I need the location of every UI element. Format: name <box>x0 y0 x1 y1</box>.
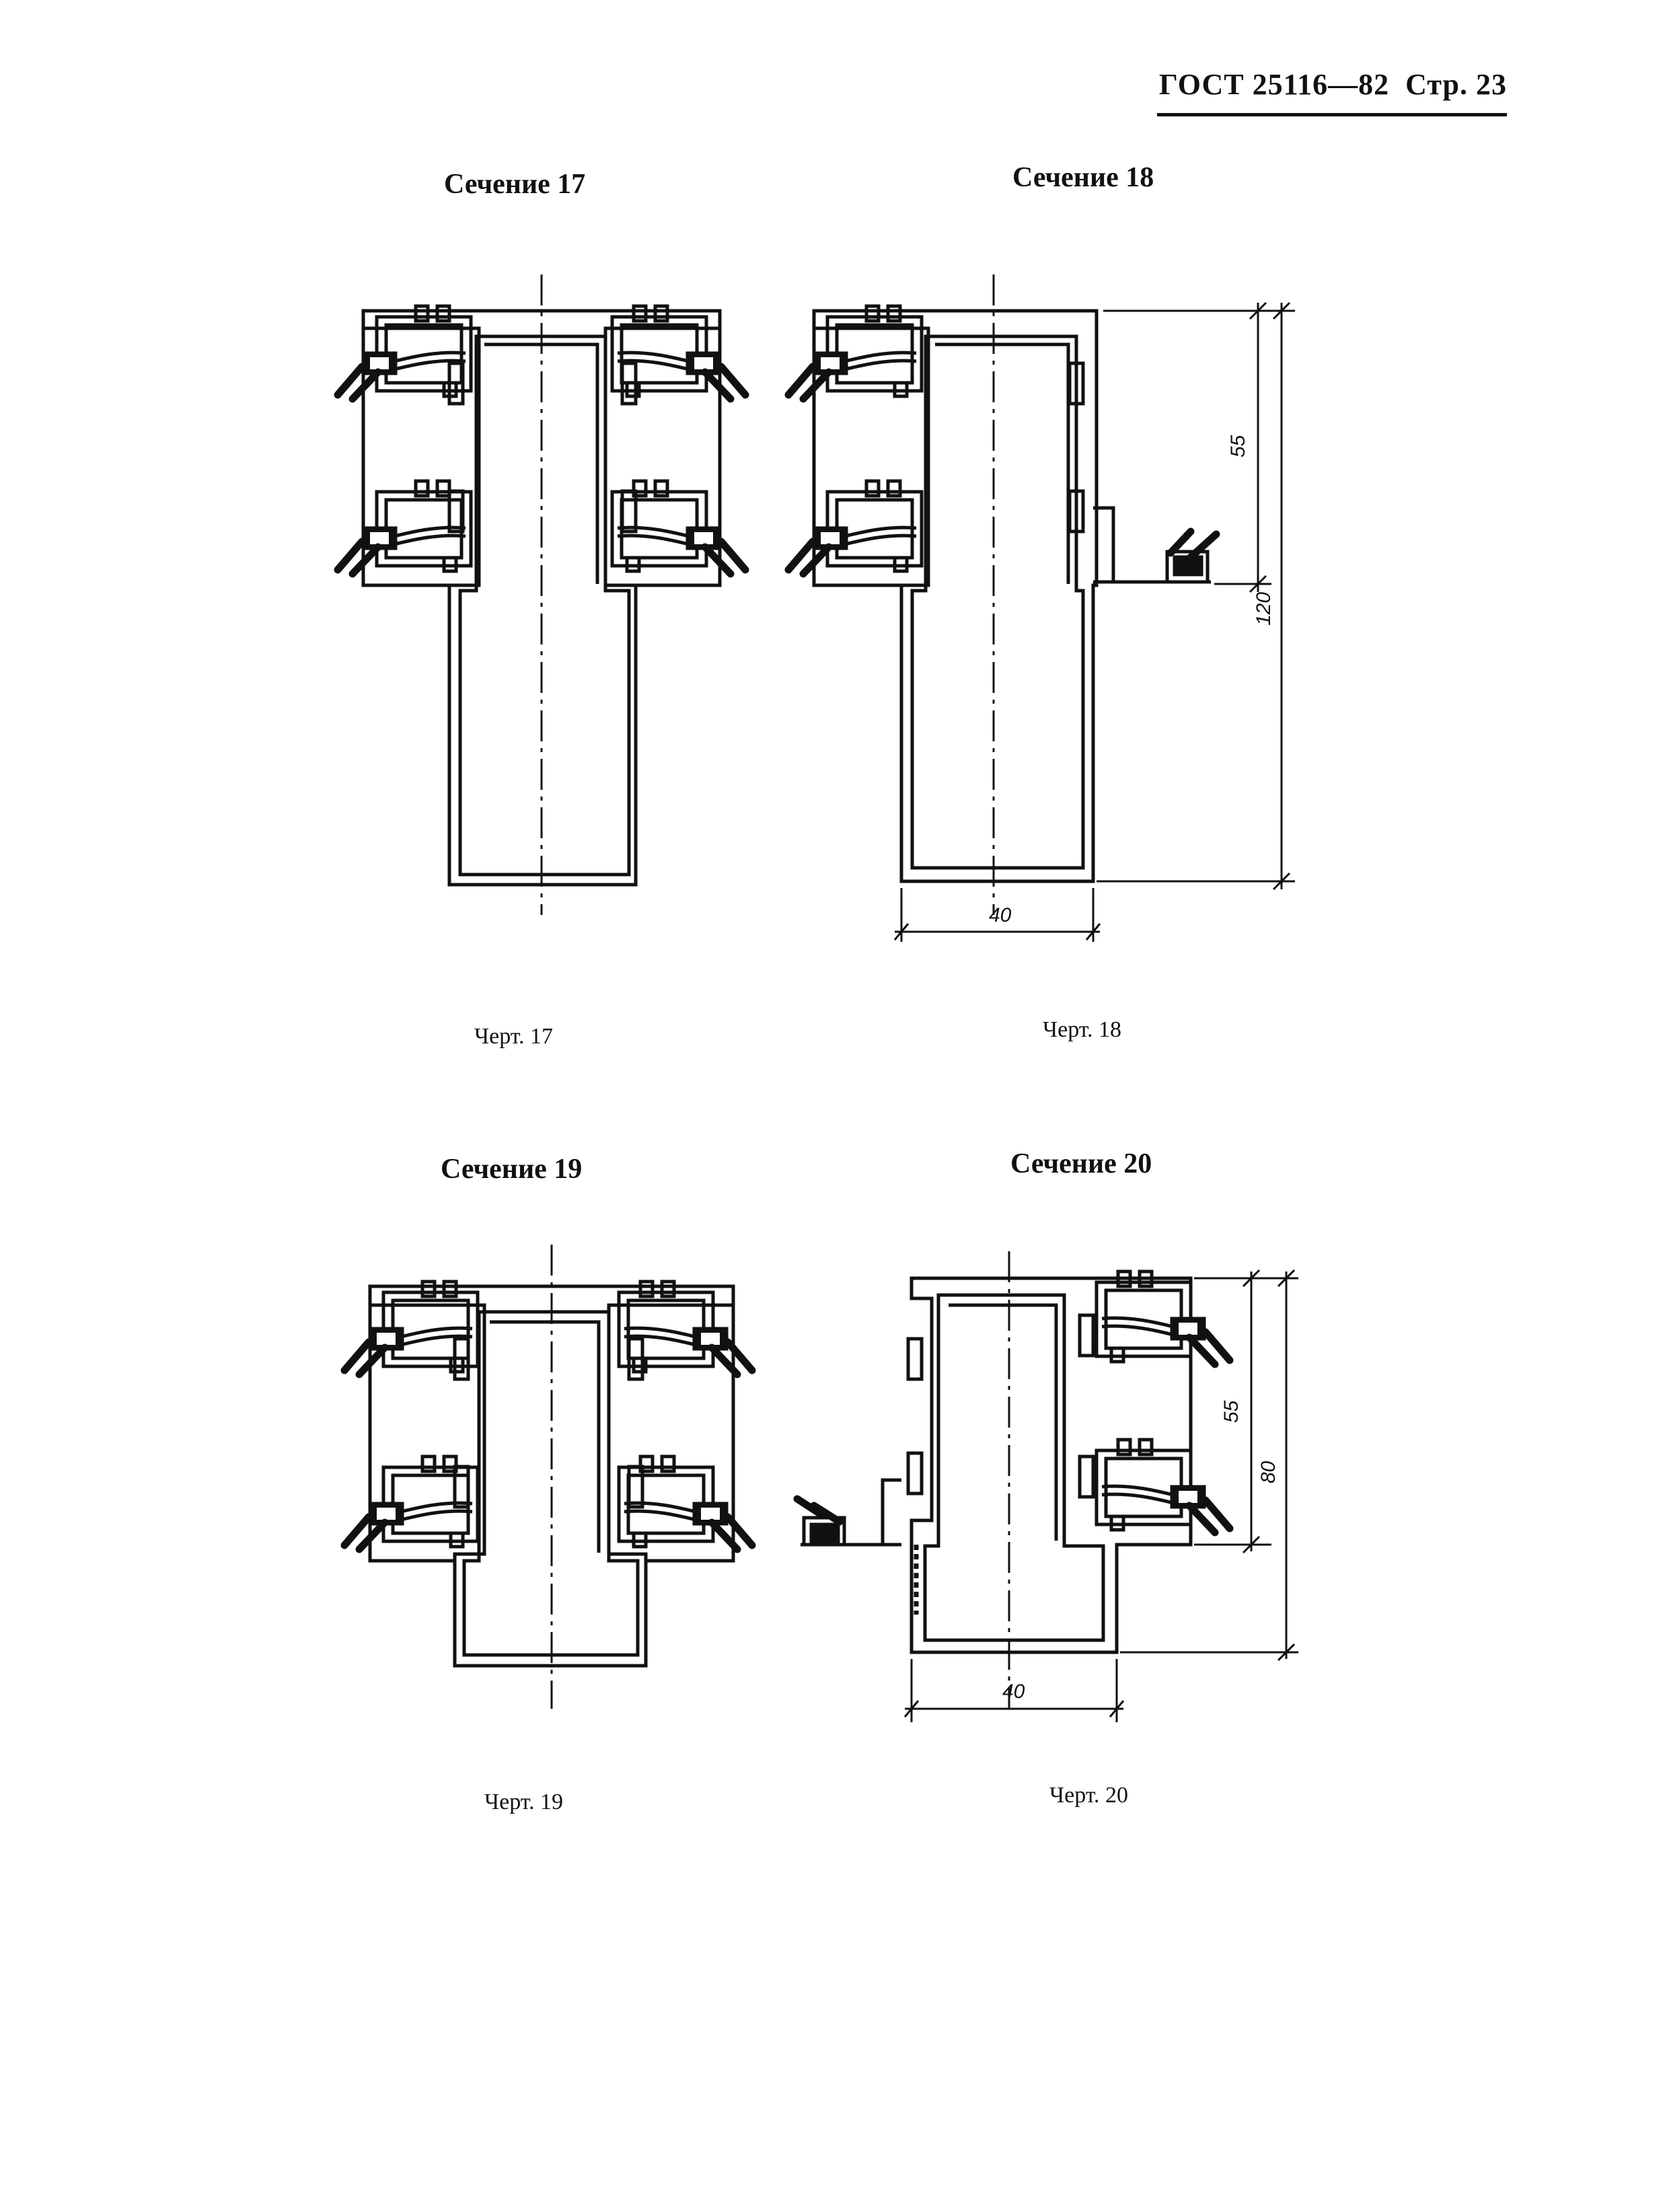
drawing-20 <box>793 1251 1298 1722</box>
section-18-caption: Сечение 18 <box>1012 162 1154 193</box>
figure-20-label: Черт. 20 <box>1049 1783 1129 1808</box>
drawing-18 <box>788 274 1295 942</box>
dim-20-width: 40 <box>1002 1681 1025 1703</box>
drawing-19 <box>344 1245 752 1709</box>
dim-20-upper: 55 <box>1220 1400 1243 1423</box>
section-17-caption: Сечение 17 <box>444 169 586 200</box>
drawing-17 <box>338 274 745 915</box>
header-rule <box>1157 113 1507 116</box>
section-20-caption: Сечение 20 <box>1010 1148 1152 1179</box>
dim-18-total: 120 <box>1253 592 1275 626</box>
dim-18-width: 40 <box>989 904 1012 926</box>
figure-17-label: Черт. 17 <box>474 1024 554 1049</box>
section-19-caption: Сечение 19 <box>441 1154 583 1185</box>
dim-18-upper: 55 <box>1227 435 1249 457</box>
standard-number: ГОСТ 25116—82 <box>1158 68 1390 101</box>
figure-18-label: Черт. 18 <box>1043 1017 1122 1042</box>
header-text: ГОСТ 25116—82 Стр. 23 <box>1159 67 1507 102</box>
figure-19-label: Черт. 19 <box>484 1790 564 1814</box>
page-header: ГОСТ 25116—82 Стр. 23 <box>1157 67 1507 121</box>
dim-20-total: 80 <box>1257 1461 1280 1483</box>
page-label: Стр. 23 <box>1405 68 1507 101</box>
